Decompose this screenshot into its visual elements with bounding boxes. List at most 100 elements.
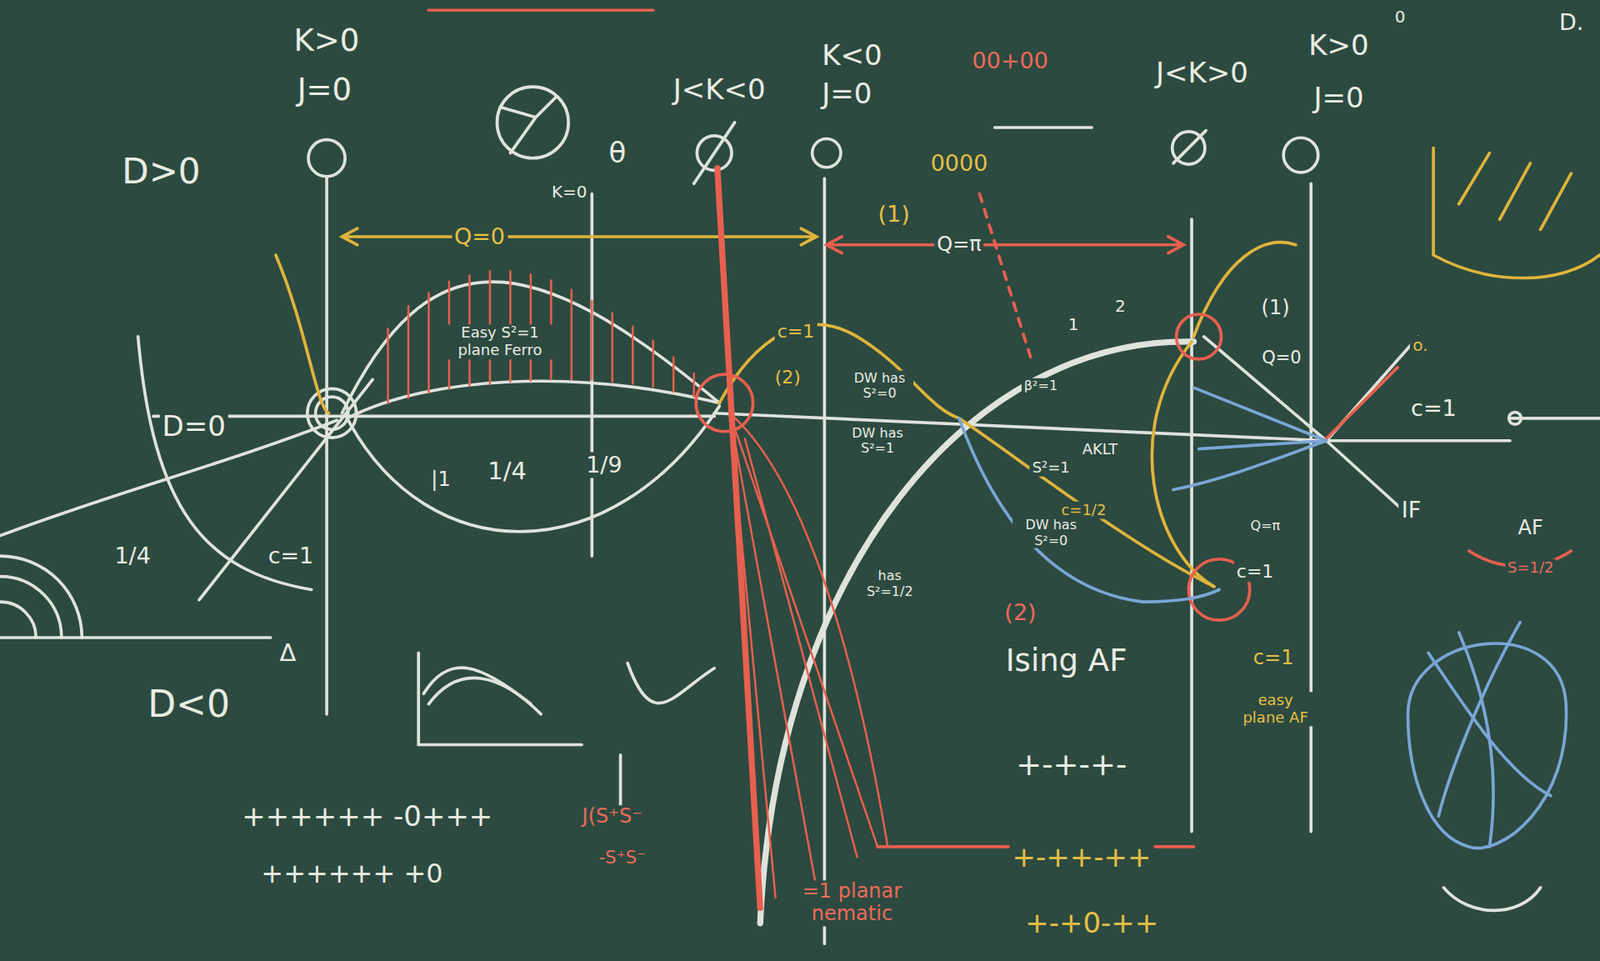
phase-boundary xyxy=(275,255,330,414)
chalk-label: J=0 xyxy=(1310,81,1366,115)
chalk-label: DW has S²=0 xyxy=(845,370,915,401)
chalk-label: D<0 xyxy=(145,683,233,726)
chalk-label: 00+00 xyxy=(970,48,1051,75)
phase-boundary xyxy=(1193,242,1295,337)
chalk-label: S²=1 xyxy=(1030,458,1073,476)
chalk-label: =1 planar nematic xyxy=(783,880,921,926)
spin-circle xyxy=(1283,137,1319,173)
chalk-label: J=0 xyxy=(819,77,875,110)
chalk-label: ++++++ -0+++ xyxy=(239,800,495,833)
phase-boundary xyxy=(717,168,760,908)
chalk-label: 0000 xyxy=(928,150,991,176)
chalk-label: +-++-++ xyxy=(1009,840,1154,874)
arrow-line xyxy=(341,228,816,245)
chalk-label: J=0 xyxy=(295,71,355,108)
axis-line xyxy=(1309,183,1313,831)
chalk-label: Q=0 xyxy=(1259,346,1305,367)
dot xyxy=(1509,411,1522,425)
chalk-label: AF xyxy=(1515,516,1546,540)
axis-line xyxy=(714,413,1510,441)
phase-boundary xyxy=(719,325,1215,587)
chalk-label: J<K>0 xyxy=(1153,57,1251,90)
chalk-label: Q=π xyxy=(934,233,984,257)
axis-line xyxy=(153,415,715,419)
phase-boundary xyxy=(959,418,1220,602)
slash xyxy=(694,122,735,184)
chalk-label: K>0 xyxy=(290,23,362,60)
chalk-label: AKLT xyxy=(1080,440,1121,458)
critical-point xyxy=(307,388,357,438)
chalk-label: D>0 xyxy=(119,151,203,192)
chalk-label: D. xyxy=(1556,9,1586,35)
chalk-label: DW has S²=1 xyxy=(843,425,912,457)
fan-line xyxy=(1173,387,1327,490)
chalk-label: IF xyxy=(1399,497,1425,524)
chalk-label: (1) xyxy=(1259,296,1293,320)
chalk-label: 1/4 xyxy=(485,457,530,485)
fan-line xyxy=(1204,336,1419,510)
chalk-label: K>0 xyxy=(1305,30,1371,63)
chalk-label: c=1 xyxy=(265,543,317,570)
top-line xyxy=(428,8,653,12)
chalk-label: J(S⁺S⁻ xyxy=(580,805,645,829)
chalk-label: S=1/2 xyxy=(1505,558,1556,576)
chalk-label: J<K<0 xyxy=(670,73,769,106)
chalk-label: |1 xyxy=(428,468,453,492)
u-sketch xyxy=(1433,147,1600,278)
chalk-label: Q=π xyxy=(1248,517,1284,533)
chalk-label: c=1 xyxy=(1250,646,1297,670)
chalk-label: K<0 xyxy=(819,40,885,73)
chalk-label: Q=0 xyxy=(451,224,508,250)
chalk-label: 1/4 xyxy=(111,543,153,570)
sphere-axis xyxy=(500,96,556,153)
axis-line xyxy=(325,178,329,715)
chalk-label: (2) xyxy=(1001,599,1039,625)
chalk-label: β²=1 xyxy=(1021,378,1060,394)
chalk-label: -S⁺S⁻ xyxy=(596,846,649,867)
critical-point xyxy=(695,374,754,432)
chalk-label: K=0 xyxy=(549,182,590,202)
chalk-label: +-+-+- xyxy=(1013,747,1130,784)
spin-circle xyxy=(812,138,841,167)
chalk-label: c=1 xyxy=(775,320,818,342)
critical-point xyxy=(1176,314,1222,360)
chalk-label: Easy S²=1 plane Ferro xyxy=(446,325,554,360)
chalk-label: c=1 xyxy=(1234,560,1277,582)
chalk-label: c=1 xyxy=(1408,395,1460,421)
axis-line xyxy=(1510,416,1600,420)
arrow-line xyxy=(826,236,1184,254)
hatching xyxy=(730,413,889,898)
chalk-label: (2) xyxy=(772,366,804,388)
slash xyxy=(1173,130,1206,164)
chalk-label: 1 xyxy=(1065,315,1082,335)
dashed-line xyxy=(979,194,1030,358)
phase-boundary xyxy=(347,405,720,532)
axis-line xyxy=(823,178,827,944)
inset-plot xyxy=(620,663,715,806)
chalk-label: 1/9 xyxy=(583,452,625,479)
spin-circle xyxy=(308,140,345,177)
chalk-label: (1) xyxy=(875,201,913,228)
chalk-label: o. xyxy=(1410,335,1430,355)
chalk-label: Δ xyxy=(276,639,299,667)
chalk-label: 0 xyxy=(1392,6,1409,26)
phase-boundary xyxy=(1151,341,1215,587)
phase-boundary xyxy=(347,380,720,419)
chalk-label: +-+0-++ xyxy=(1022,907,1161,940)
chalk-label: has S²=1/2 xyxy=(858,568,921,600)
dash xyxy=(995,125,1092,130)
hemisphere-sketch xyxy=(1407,622,1566,849)
fan-line xyxy=(1326,367,1399,440)
hatching xyxy=(388,271,695,404)
chalk-label: 2 xyxy=(1112,296,1129,316)
axis-line xyxy=(1190,219,1194,831)
chalk-label: Ising AF xyxy=(1003,643,1130,680)
chalk-label: θ xyxy=(605,136,629,170)
chalk-label: D=0 xyxy=(159,410,228,443)
bowl xyxy=(1443,887,1540,911)
chalk-label: c=1/2 xyxy=(1058,501,1109,520)
chalk-label: easy plane AF xyxy=(1237,691,1315,726)
chalk-label: DW has S²=0 xyxy=(1012,517,1090,549)
inset-plot xyxy=(418,652,582,745)
